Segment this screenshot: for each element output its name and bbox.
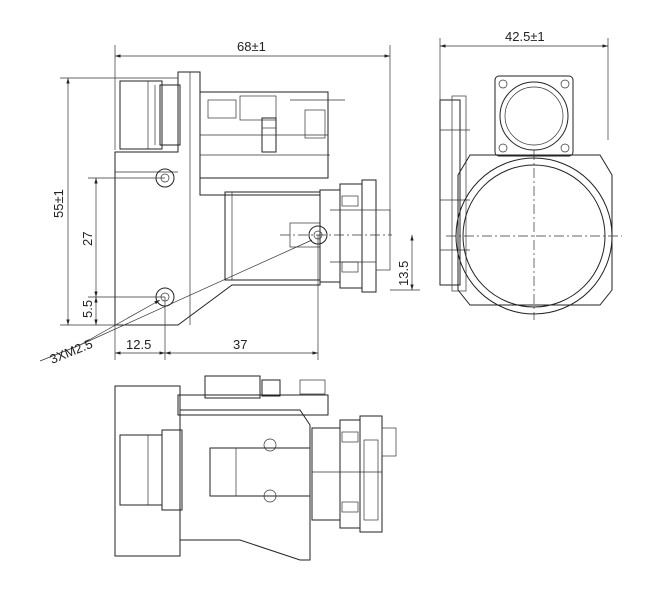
dim-hole-spacing-vertical: 27 bbox=[80, 232, 95, 246]
lens-flange bbox=[494, 75, 574, 157]
dim-axis-height: 13.5 bbox=[396, 261, 411, 286]
thread-callout: 3XM2.5 bbox=[48, 336, 95, 367]
front-view: 42.5±1 bbox=[439, 29, 622, 320]
side-view bbox=[114, 71, 392, 326]
dim-overall-height: 55±1 bbox=[51, 189, 66, 218]
lens-barrel bbox=[119, 80, 163, 150]
top-view bbox=[114, 375, 397, 561]
dim-hole-offset-left: 12.5 bbox=[126, 337, 151, 352]
lens-barrel-top bbox=[119, 434, 163, 506]
dim-hole-spacing-horizontal: 37 bbox=[233, 337, 247, 352]
dimension-lines: 68±1 55±1 27 5.5 12.5 37 13.5 3XM2.5 bbox=[39, 39, 420, 367]
dim-width: 42.5±1 bbox=[505, 29, 545, 44]
dim-overall-length: 68±1 bbox=[237, 39, 266, 54]
housing-outline bbox=[114, 71, 321, 326]
dim-hole-offset-bottom: 5.5 bbox=[80, 300, 95, 318]
